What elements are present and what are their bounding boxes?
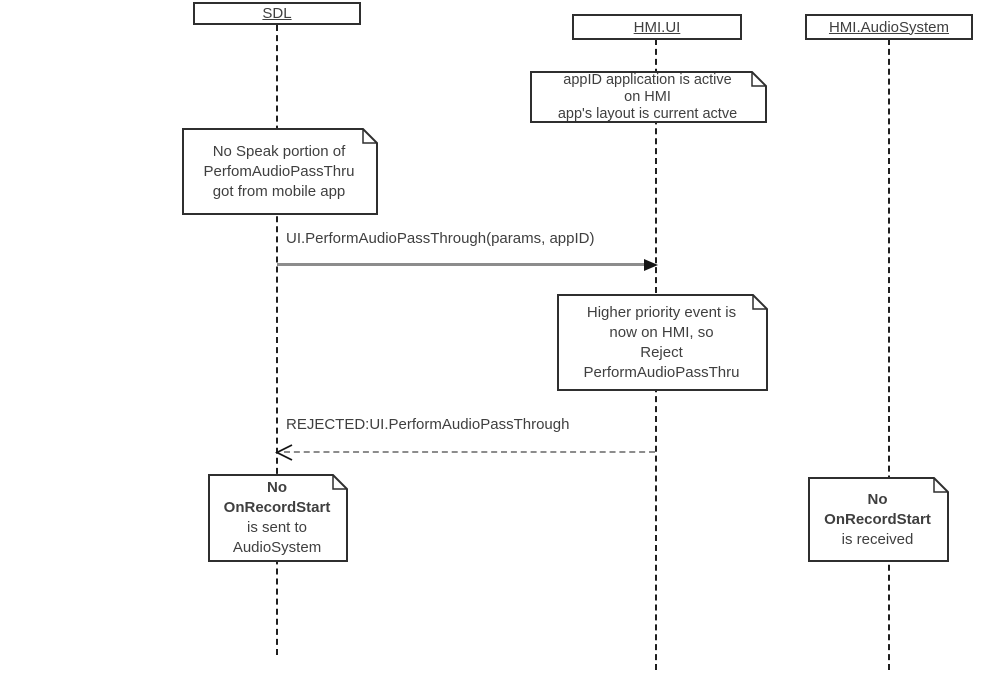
note-bold-text: No OnRecordStart bbox=[824, 490, 931, 528]
note-regular-text: is sent to AudioSystem bbox=[232, 519, 322, 556]
message-line-rejected bbox=[284, 451, 655, 453]
lifeline-sdl bbox=[276, 25, 278, 655]
lifeline-hmi-audiosystem bbox=[888, 39, 890, 670]
note-higher-priority-reject: Higher priority event is now on HMI, so … bbox=[557, 294, 768, 391]
actor-label-sdl: SDL bbox=[262, 5, 292, 22]
note-shape-icon bbox=[808, 477, 949, 562]
actor-label-hmi-ui: HMI.UI bbox=[633, 18, 681, 36]
note-no-speak-portion: No Speak portion of PerfomAudioPassThru … bbox=[182, 128, 378, 215]
note-shape-icon bbox=[208, 474, 348, 562]
note-shape-icon bbox=[182, 128, 378, 215]
note-text: appID application is active on HMI app's… bbox=[557, 71, 738, 122]
actor-box-hmi-audiosystem: HMI.AudioSystem bbox=[805, 14, 973, 40]
note-regular-text: is received bbox=[841, 530, 914, 548]
note-text: No Speak portion of PerfomAudioPassThru … bbox=[203, 142, 355, 200]
note-text: No OnRecordStart is sent to AudioSystem bbox=[208, 474, 348, 562]
message-line-perform-audio-pass-through bbox=[277, 263, 647, 266]
actor-label-hmi-audiosystem: HMI.AudioSystem bbox=[828, 18, 950, 36]
actor-box-sdl: SDL bbox=[193, 2, 361, 25]
arrowhead-open-left-icon bbox=[275, 444, 293, 461]
note-shape-icon bbox=[557, 294, 768, 391]
message-label-rejected: REJECTED:UI.PerformAudioPassThrough bbox=[286, 416, 570, 433]
arrowhead-right-icon bbox=[644, 258, 658, 271]
note-no-onrecordstart-received: No OnRecordStart is received bbox=[808, 477, 949, 562]
note-bold-text: No OnRecordStart bbox=[223, 479, 331, 516]
note-appid-active: appID application is active on HMI app's… bbox=[530, 71, 767, 123]
note-text: No OnRecordStart is received bbox=[808, 477, 949, 562]
message-label-perform-audio-pass-through: UI.PerformAudioPassThrough(params, appID… bbox=[286, 230, 595, 247]
actor-box-hmi-ui: HMI.UI bbox=[572, 14, 742, 40]
note-shape-icon bbox=[530, 71, 767, 123]
note-text: Higher priority event is now on HMI, so … bbox=[583, 303, 740, 381]
note-no-onrecordstart-sent: No OnRecordStart is sent to AudioSystem bbox=[208, 474, 348, 562]
